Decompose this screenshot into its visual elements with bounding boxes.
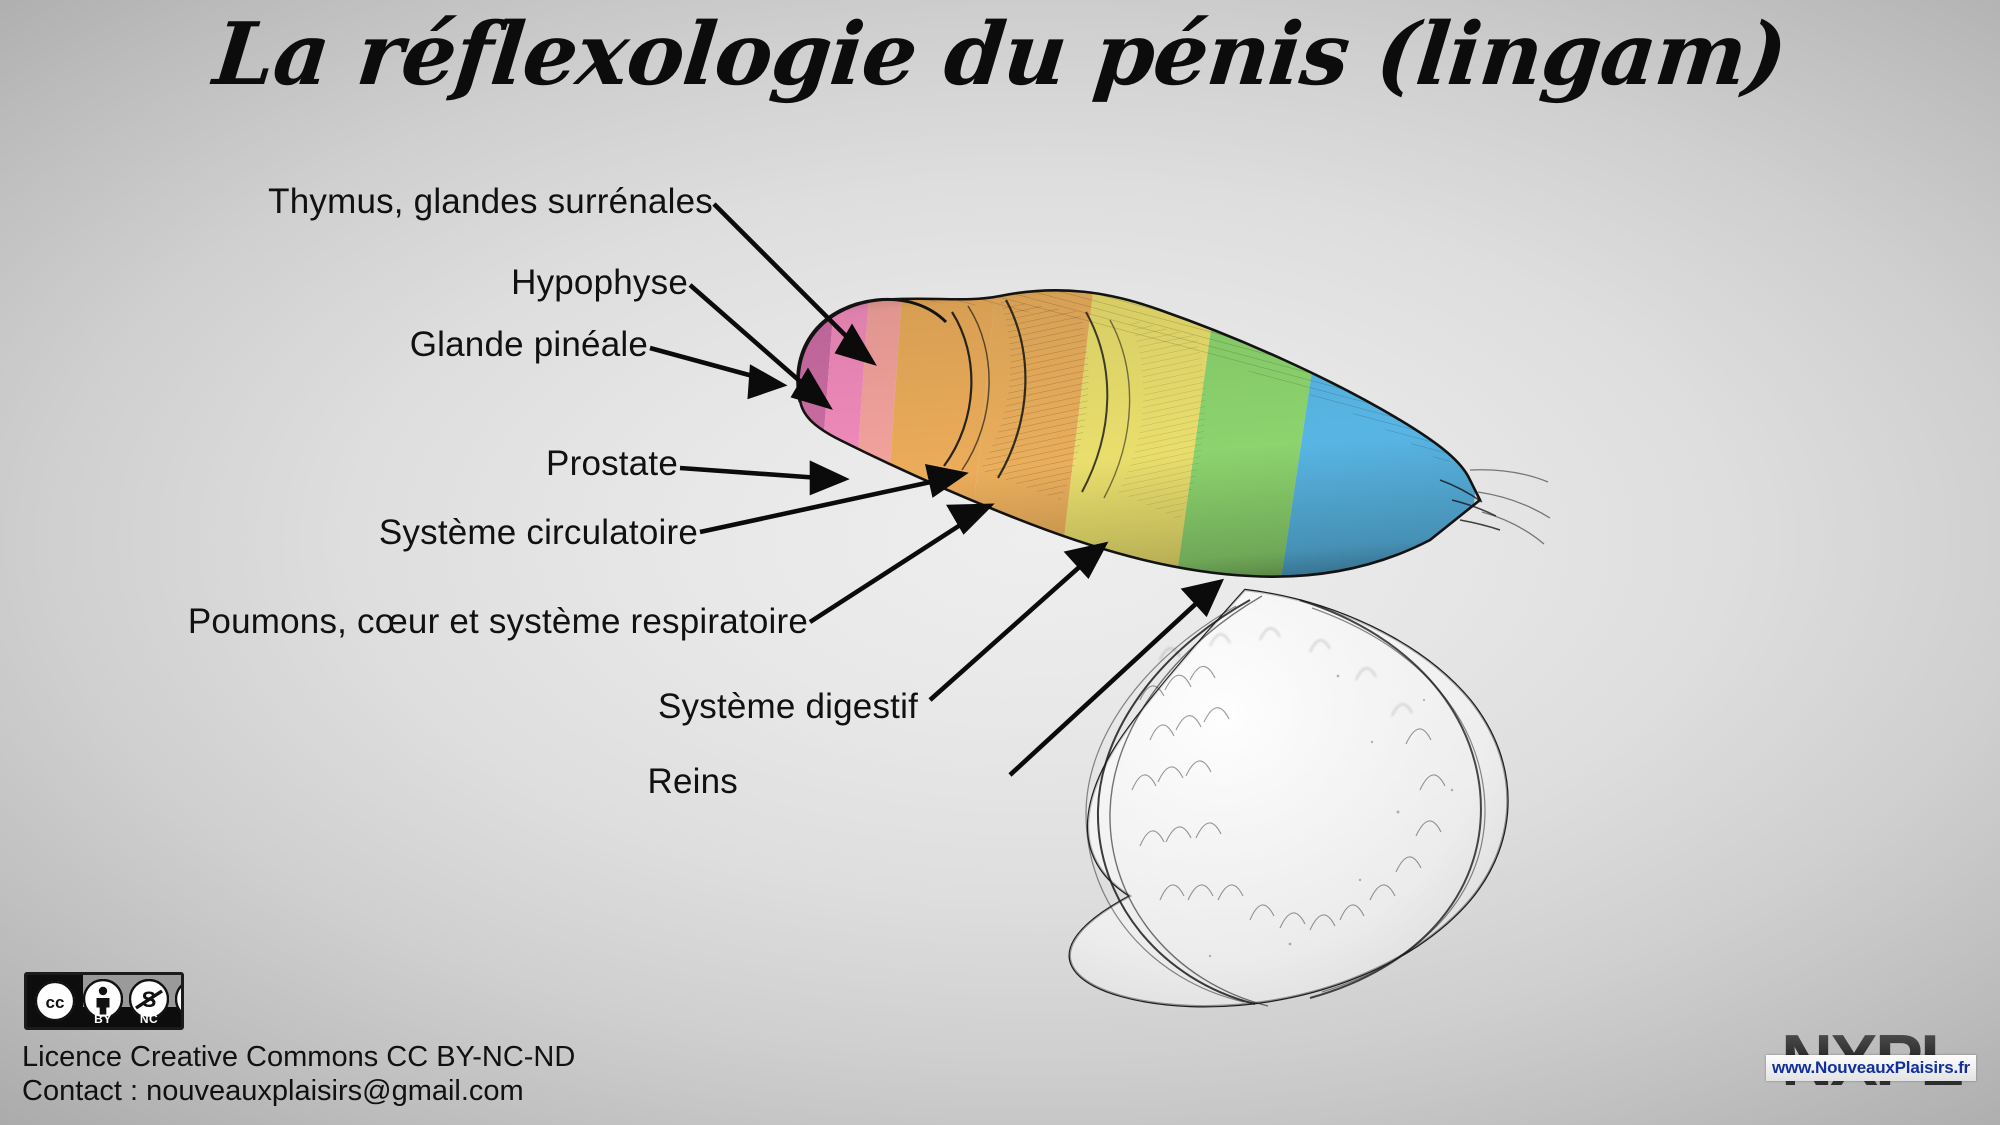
svg-text:cc: cc xyxy=(46,993,65,1012)
cc-circle-icon: cc xyxy=(35,981,75,1021)
scrotum-shape xyxy=(1068,588,1509,1008)
creative-commons-badge[interactable]: cc S xyxy=(24,972,184,1030)
contact-line: Contact : nouveauxplaisirs@gmail.com xyxy=(22,1075,524,1108)
person-icon xyxy=(83,979,123,1019)
label-hypophyse: Hypophyse xyxy=(511,263,688,302)
label-reins: Reins xyxy=(647,762,738,801)
leader-arrows xyxy=(649,202,1225,777)
scrotum-speckles xyxy=(1208,674,1454,958)
cc-nd-label: ND xyxy=(175,1012,181,1026)
label-systeme-digestif: Système digestif xyxy=(658,687,918,726)
equals-icon xyxy=(175,984,181,1014)
glans-outline xyxy=(796,297,948,403)
cc-nd-noderivatives-icon xyxy=(175,979,181,1019)
label-thymus: Thymus, glandes surrénales xyxy=(268,182,713,221)
glans-corona-folds xyxy=(943,299,1131,499)
nxpl-url-banner[interactable]: www.NouveauxPlaisirs.fr xyxy=(1766,1055,1976,1081)
label-glande-pineale: Glande pinéale xyxy=(409,325,648,364)
cc-by-label: BY xyxy=(94,1012,112,1026)
license-text-block: Licence Creative Commons CC BY-NC-ND Con… xyxy=(22,1040,575,1108)
label-poumons-coeur: Poumons, cœur et système respiratoire xyxy=(187,602,808,641)
dollar-slash-icon: S xyxy=(129,979,169,1019)
shaft-hair-texture xyxy=(1439,479,1501,531)
cc-nc-nocommercial-icon: S xyxy=(129,979,169,1019)
tip-wisps xyxy=(1469,469,1551,545)
cc-by-person-icon xyxy=(83,979,123,1019)
cc-nc-label: NC xyxy=(139,1012,159,1026)
label-prostate: Prostate xyxy=(546,444,678,483)
license-line: Licence Creative Commons CC BY-NC-ND xyxy=(22,1041,576,1073)
glande-pineale-zone xyxy=(798,290,838,577)
label-systeme-circulatoire: Système circulatoire xyxy=(378,513,698,552)
shaft-colour-bands xyxy=(798,290,1480,577)
nxpl-watermark[interactable]: NXPL www.NouveauxPlaisirs.fr xyxy=(1756,1023,1986,1111)
cc-icon: cc xyxy=(35,981,75,1021)
shaft-outline xyxy=(797,289,1482,578)
